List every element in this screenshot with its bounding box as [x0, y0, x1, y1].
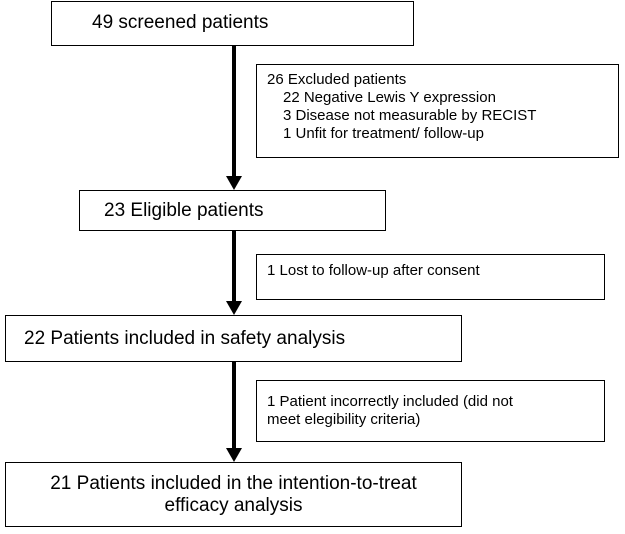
lost-box: 1 Lost to follow-up after consent	[256, 254, 605, 300]
eligible-box: 23 Eligible patients	[79, 190, 386, 231]
incorrect-box: 1 Patient incorrectly included (did not …	[256, 380, 605, 442]
arrowhead-icon	[226, 448, 242, 462]
arrowhead-icon	[226, 176, 242, 190]
itt-box: 21 Patients included in the intention-to…	[5, 462, 462, 527]
eligible-label: 23 Eligible patients	[104, 200, 264, 221]
safety-label: 22 Patients included in safety analysis	[24, 328, 346, 349]
excluded-reason: 1 Unfit for treatment/ follow-up	[283, 125, 484, 142]
lost-label: 1 Lost to follow-up after consent	[267, 262, 480, 279]
screened-label: 49 screened patients	[92, 12, 269, 33]
excluded-box: 26 Excluded patients 22 Negative Lewis Y…	[256, 64, 619, 158]
safety-box: 22 Patients included in safety analysis	[5, 315, 462, 362]
incorrect-line: meet elegibility criteria)	[267, 411, 421, 428]
itt-line: efficacy analysis	[164, 495, 303, 516]
arrow-safety-to-itt	[226, 362, 242, 462]
incorrect-line: 1 Patient incorrectly included (did not	[267, 393, 513, 410]
arrow-eligible-to-safety	[226, 231, 242, 315]
excluded-reason: 3 Disease not measurable by RECIST	[283, 107, 537, 124]
arrowhead-icon	[226, 301, 242, 315]
excluded-title: 26 Excluded patients	[267, 71, 407, 88]
itt-line: 21 Patients included in the intention-to…	[50, 473, 417, 494]
arrow-screened-to-eligible	[226, 46, 242, 190]
screened-box: 49 screened patients	[51, 1, 414, 46]
excluded-reason: 22 Negative Lewis Y expression	[283, 89, 496, 106]
